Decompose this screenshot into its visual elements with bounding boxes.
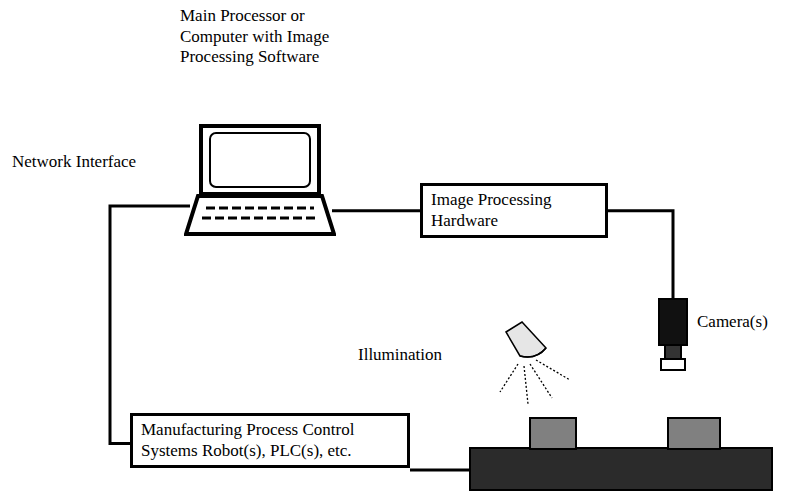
annotation-label: Illumination xyxy=(358,345,442,365)
control-wire xyxy=(410,469,470,472)
node-label: Main Processor or Computer with Image Pr… xyxy=(180,6,340,68)
laptop-icon xyxy=(184,124,336,238)
workpiece xyxy=(530,418,576,449)
node-label: Camera(s) xyxy=(697,312,768,333)
process-box: Manufacturing Process Control Systems Ro… xyxy=(130,413,410,468)
camera-node: Camera(s) xyxy=(655,298,770,372)
conveyor xyxy=(470,448,772,490)
connector-line xyxy=(110,206,190,443)
annotation-label: Network Interface xyxy=(12,152,136,172)
node-label: Image Processing Hardware xyxy=(431,190,597,231)
process-box: Image Processing Hardware xyxy=(420,183,608,238)
connector-line xyxy=(608,211,673,298)
illumination-lamp xyxy=(500,322,570,404)
computer-node: Main Processor or Computer with Image Pr… xyxy=(180,6,340,238)
connector-line xyxy=(332,210,420,211)
camera-icon xyxy=(655,298,691,372)
workpiece xyxy=(668,418,720,449)
node-label: Manufacturing Process Control Systems Ro… xyxy=(141,420,399,461)
